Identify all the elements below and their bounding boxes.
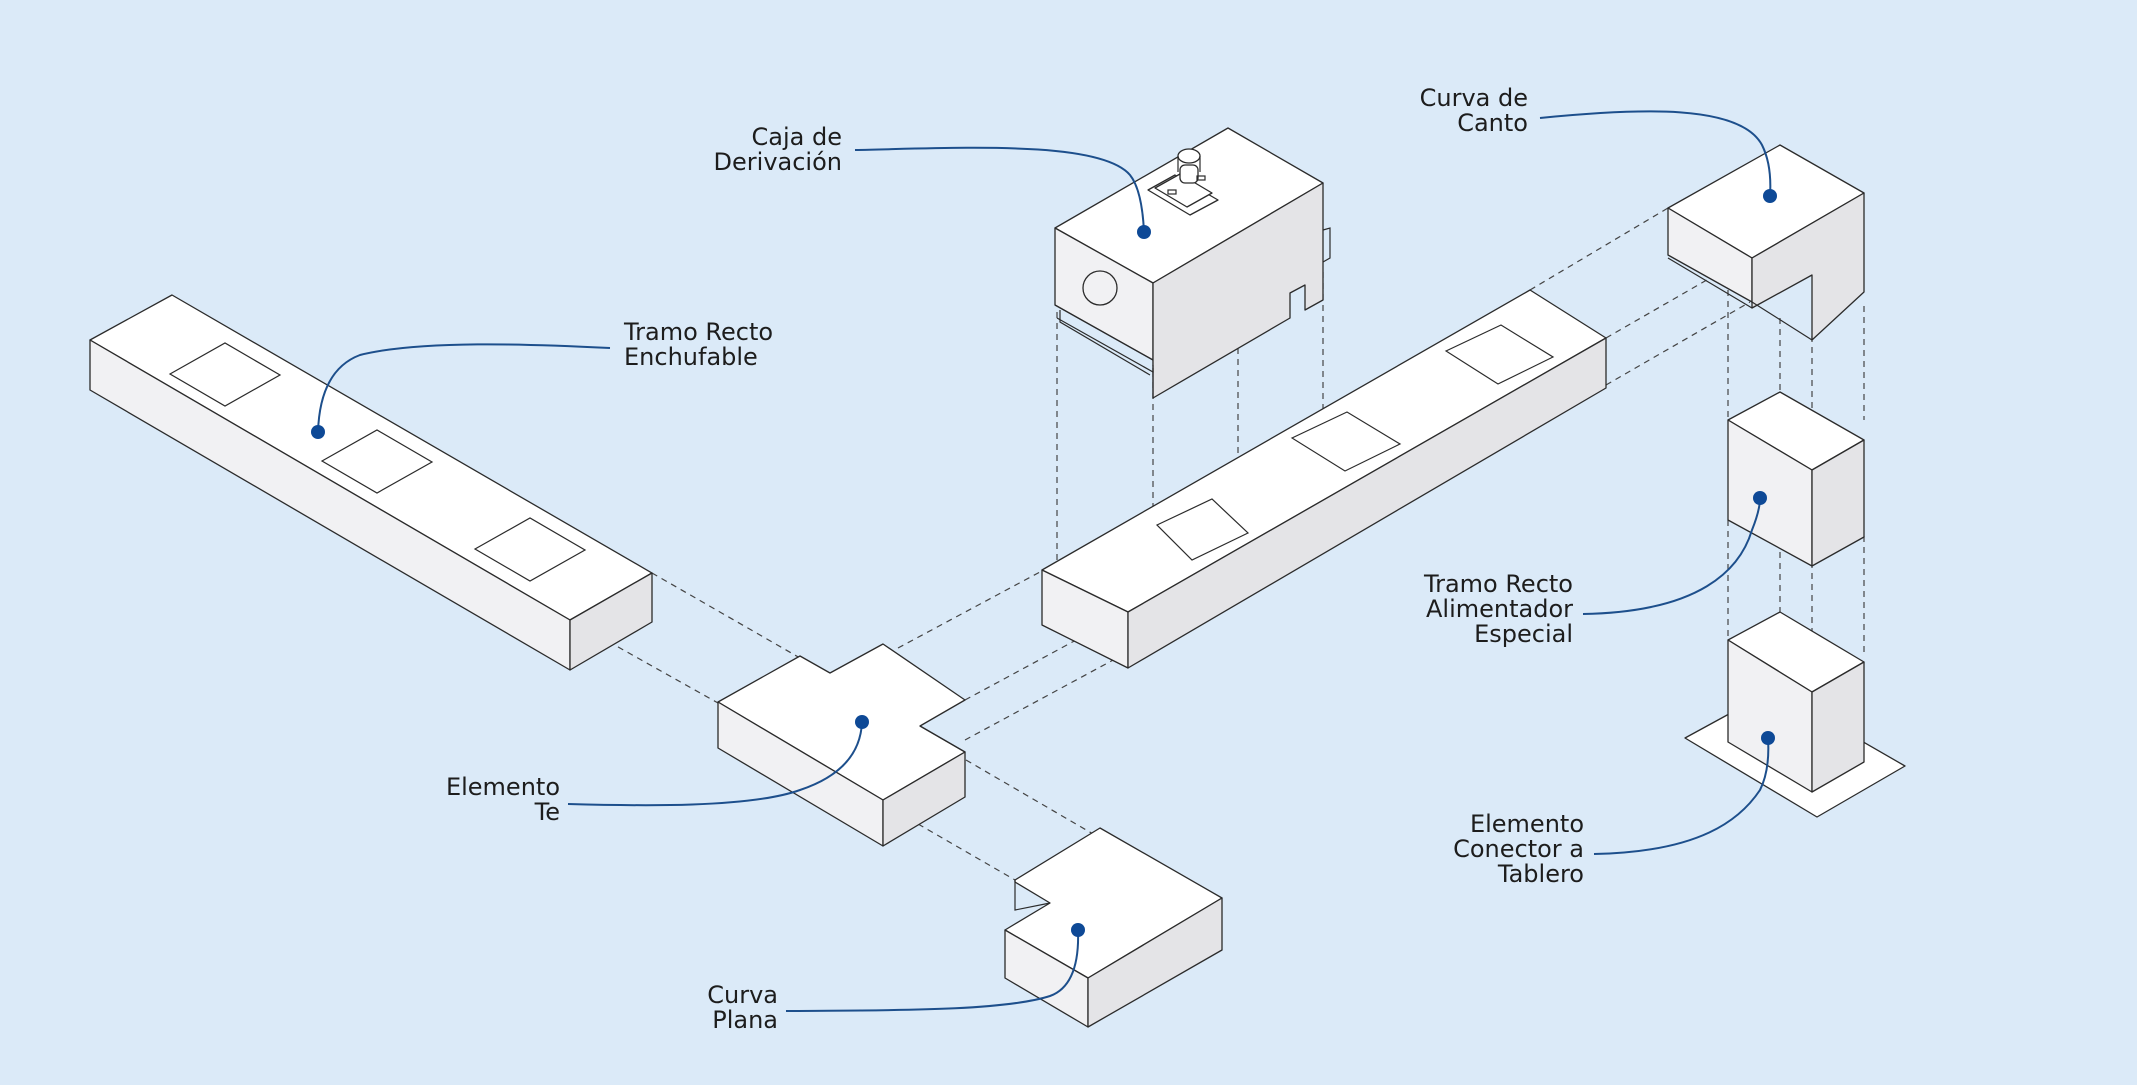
leader-curva-plana <box>785 929 1080 1012</box>
dot-conector <box>1761 731 1775 745</box>
label-tramo-recto-enchufable: Tramo Recto Enchufable <box>624 318 774 371</box>
leader-caja <box>854 146 1145 233</box>
label-curva-de-canto: Curva de Canto <box>1419 84 1528 137</box>
leader-alimentador <box>1582 497 1761 615</box>
tramo-recto-enchufable <box>89 294 653 671</box>
curva-de-canto <box>1667 144 1865 341</box>
leader-conector <box>1593 737 1770 855</box>
label-curva-plana: Curva Plana <box>707 981 778 1034</box>
dot-curva-canto <box>1763 189 1777 203</box>
plug-in-outlets <box>168 342 587 582</box>
callout-dots <box>311 189 1777 937</box>
elemento-te <box>717 643 966 847</box>
label-elemento-conector-tablero: Elemento Conector a Tablero <box>1453 810 1584 888</box>
dot-alimentador <box>1753 491 1767 505</box>
label-tramo-recto-alimentador: Tramo Recto Alimentador Especial <box>1423 570 1573 648</box>
leader-lines <box>317 110 1772 1012</box>
leader-te <box>567 721 863 807</box>
label-elemento-te: Elemento Te <box>445 773 560 826</box>
tramo-recto-right <box>1041 289 1607 669</box>
leader-tramo-recto <box>317 343 611 433</box>
dot-curva-plana <box>1071 923 1085 937</box>
plug-in-outlets <box>1155 324 1555 561</box>
dot-caja <box>1137 225 1151 239</box>
caja-de-derivacion <box>1054 127 1331 399</box>
elemento-conector-tablero <box>1684 611 1906 818</box>
tramo-recto-alimentador <box>1727 391 1865 567</box>
curva-plana <box>1004 827 1223 1028</box>
dot-te <box>855 715 869 729</box>
label-caja-de-derivacion: Caja de Derivación <box>713 123 842 176</box>
dot-tramo-recto <box>311 425 325 439</box>
leader-curva-canto <box>1539 110 1772 197</box>
